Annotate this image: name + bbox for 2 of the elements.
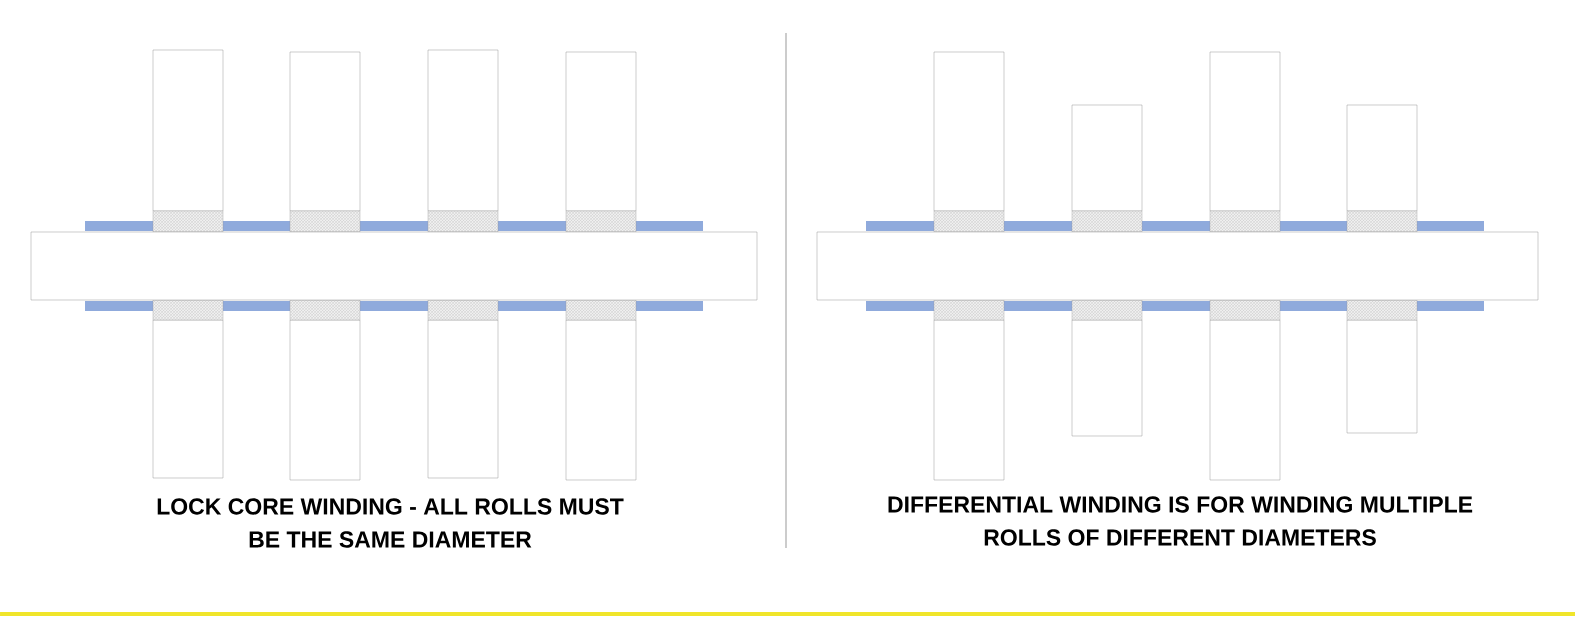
caption-text: DIFFERENTIAL WINDING IS FOR WINDING MULTIPLE ROLLS OF DIFFERENT DIAMETERS [888,496,1473,546]
caption-text: LOCK CORE WINDING - ALL ROLLS MUST BE THE SAME DIAMETER [157,498,624,548]
